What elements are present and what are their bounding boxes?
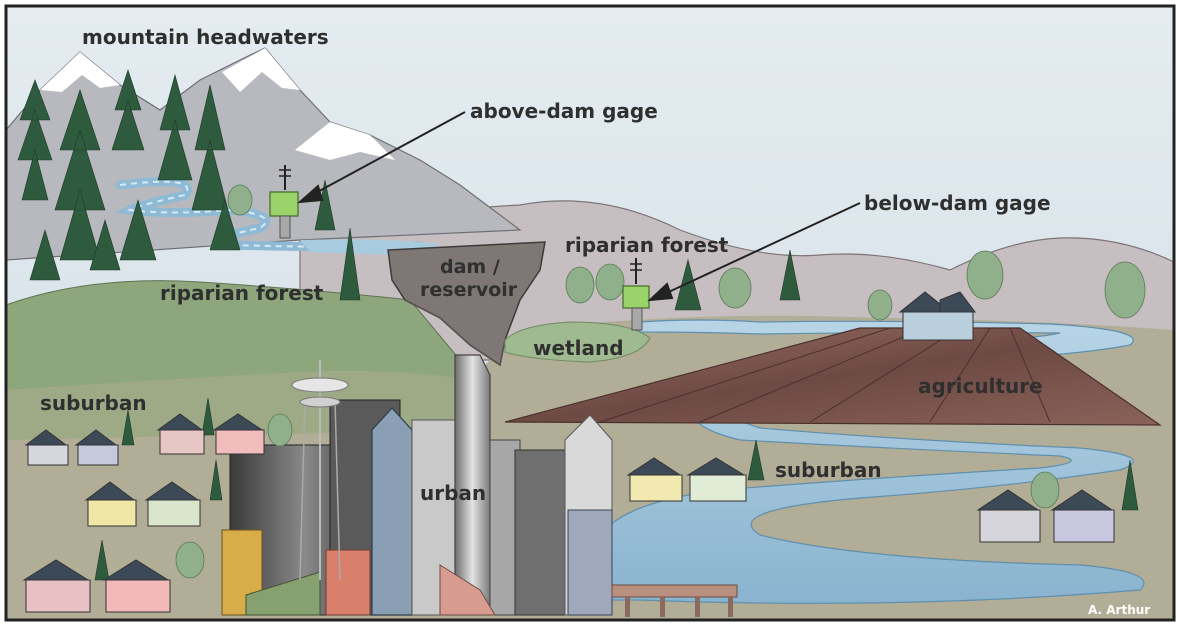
- label-wetland: wetland: [533, 336, 624, 360]
- above-dam-arrow: [309, 111, 466, 197]
- label-dam-line1: dam /: [440, 256, 500, 278]
- house: [212, 413, 265, 455]
- label-credit: A. Arthur: [1088, 603, 1150, 617]
- diagram-border: [4, 4, 1176, 622]
- house: [1050, 489, 1115, 543]
- house: [686, 457, 747, 502]
- dock: [611, 584, 738, 617]
- label-dam-line2: reservoir: [420, 279, 518, 301]
- label-riparian-forest-right: riparian forest: [565, 233, 729, 257]
- label-suburban-left: suburban: [40, 391, 147, 415]
- agriculture-field: [504, 327, 1162, 426]
- deciduous-trees: [175, 184, 1146, 579]
- house: [84, 481, 137, 527]
- below-dam-arrow: [659, 202, 861, 297]
- house: [976, 489, 1041, 543]
- label-mountain-headwaters: mountain headwaters: [82, 25, 329, 49]
- mountain-snow-3: [295, 122, 395, 160]
- house: [156, 413, 205, 455]
- house: [898, 291, 976, 341]
- houses: [22, 291, 1115, 613]
- gage-arrows: [297, 111, 861, 302]
- house: [24, 429, 69, 466]
- house: [102, 559, 171, 613]
- below-dam-gage-station: [622, 258, 650, 331]
- mountain-snow-1: [40, 52, 120, 92]
- green-hill: [5, 280, 471, 401]
- house: [626, 457, 683, 502]
- mountain-snow-2: [222, 48, 300, 92]
- house: [22, 559, 91, 613]
- label-urban: urban: [420, 481, 486, 505]
- house: [74, 429, 119, 466]
- label-suburban-right: suburban: [775, 458, 882, 482]
- label-agriculture: agriculture: [918, 374, 1043, 398]
- label-below-dam-gage: below-dam gage: [864, 191, 1051, 215]
- label-riparian-forest-left: riparian forest: [160, 281, 324, 305]
- label-above-dam-gage: above-dam gage: [470, 99, 658, 123]
- above-dam-gage-station: [269, 165, 299, 239]
- wetland-area: [504, 321, 651, 363]
- house: [144, 481, 201, 527]
- urban-skyline: [221, 354, 613, 616]
